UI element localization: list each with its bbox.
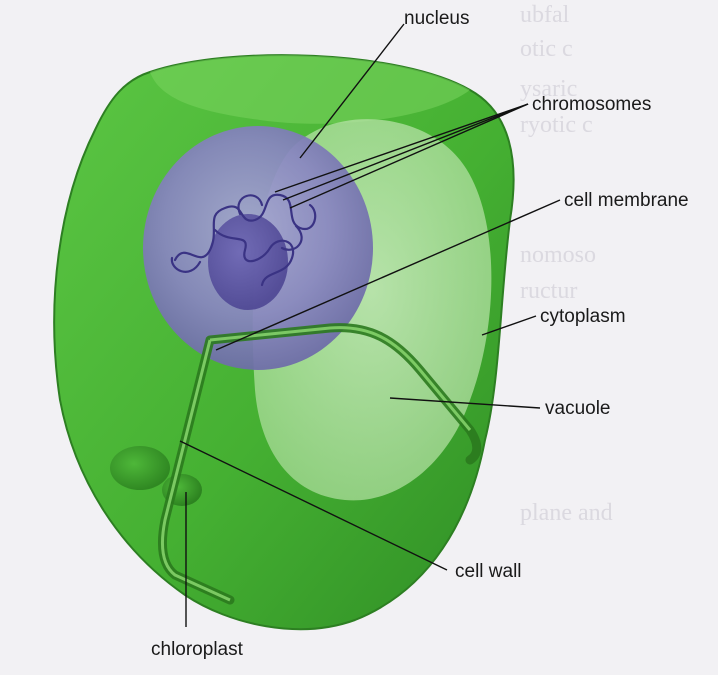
svg-text:ryotic c: ryotic c (520, 112, 593, 138)
label-nucleus: nucleus (404, 8, 470, 29)
label-cell-wall: cell wall (455, 561, 522, 582)
svg-text:otic c: otic c (520, 36, 573, 62)
label-chromosomes: chromosomes (532, 94, 651, 115)
label-vacuole: vacuole (545, 398, 611, 419)
chloroplast-left (110, 446, 170, 490)
nucleolus (208, 214, 288, 310)
svg-text:ubfal: ubfal (520, 2, 570, 28)
label-chloroplast: chloroplast (151, 639, 244, 660)
label-cytoplasm: cytoplasm (540, 306, 626, 327)
label-cell-membrane: cell membrane (564, 190, 689, 211)
svg-text:ructur: ructur (520, 278, 577, 304)
svg-text:plane and: plane and (520, 500, 613, 526)
svg-text:nomoso: nomoso (520, 242, 596, 268)
